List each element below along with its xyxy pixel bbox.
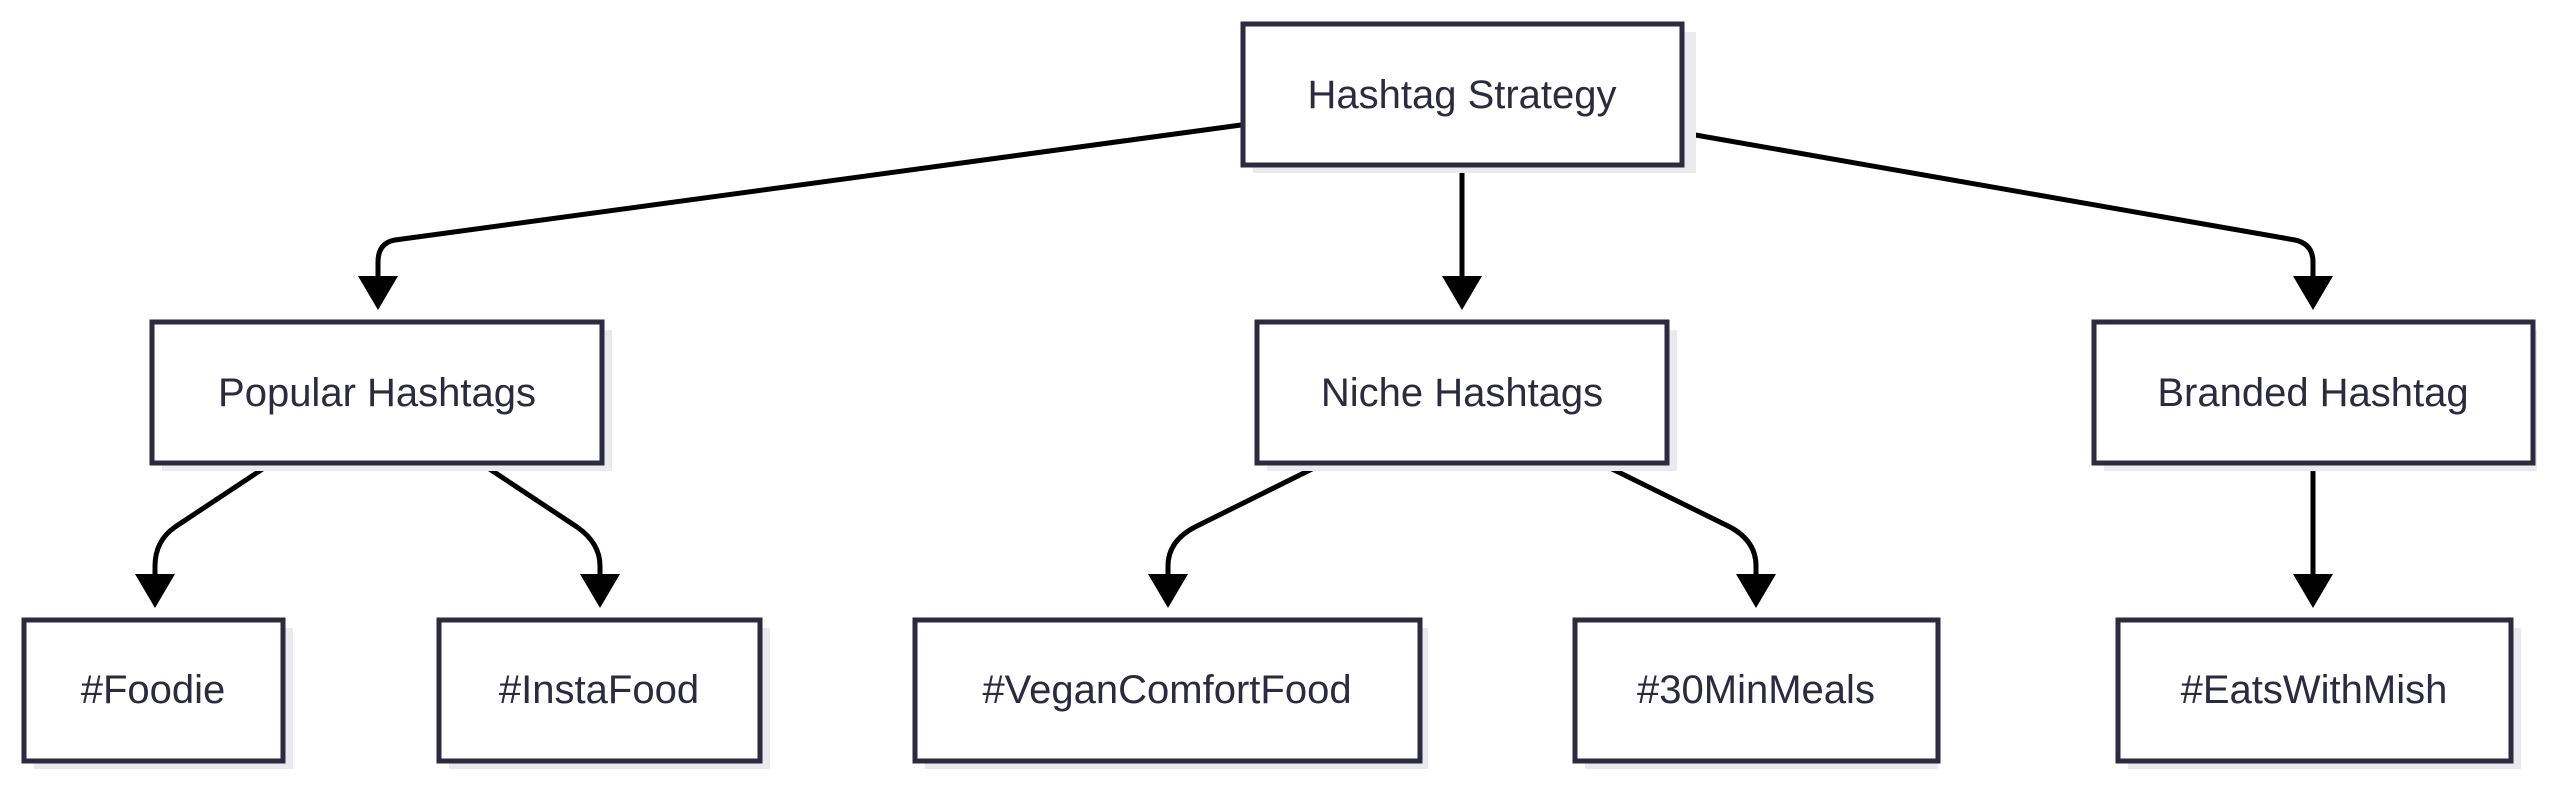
node-eats-with-mish[interactable]: #EatsWithMish (2115, 617, 2521, 769)
edge-popular-to-instafood (479, 461, 620, 608)
edge-branded-to-eats (2293, 461, 2333, 608)
node-instafood[interactable]: #InstaFood (436, 617, 770, 769)
edge-niche-to-vegan (1148, 461, 1325, 608)
node-popular-label: Popular Hashtags (218, 371, 536, 415)
edge-niche-to-meals30 (1599, 461, 1776, 608)
node-instafood-label: #InstaFood (499, 668, 699, 712)
node-foodie-label: #Foodie (81, 668, 226, 712)
edges (135, 122, 2333, 608)
node-30-min-meals[interactable]: #30MinMeals (1572, 617, 1941, 769)
edge-root-to-popular (358, 122, 1244, 310)
node-branded-hashtag[interactable]: Branded Hashtag (2091, 319, 2537, 471)
node-root-label: Hashtag Strategy (1307, 73, 1616, 117)
edge-root-to-niche (1442, 163, 1482, 310)
node-eats-label: #EatsWithMish (2181, 668, 2448, 712)
edge-root-to-branded (1681, 130, 2333, 310)
node-niche-label: Niche Hashtags (1321, 371, 1603, 415)
node-foodie[interactable]: #Foodie (21, 617, 293, 769)
edge-popular-to-foodie (135, 461, 273, 608)
node-popular-hashtags[interactable]: Popular Hashtags (149, 319, 612, 471)
node-niche-hashtags[interactable]: Niche Hashtags (1254, 319, 1677, 471)
node-vegan-label: #VeganComfortFood (982, 668, 1351, 712)
node-meals30-label: #30MinMeals (1637, 668, 1875, 712)
node-branded-label: Branded Hashtag (2157, 371, 2468, 415)
node-root[interactable]: Hashtag Strategy (1240, 21, 1696, 173)
node-vegan-comfort-food[interactable]: #VeganComfortFood (912, 617, 1428, 769)
